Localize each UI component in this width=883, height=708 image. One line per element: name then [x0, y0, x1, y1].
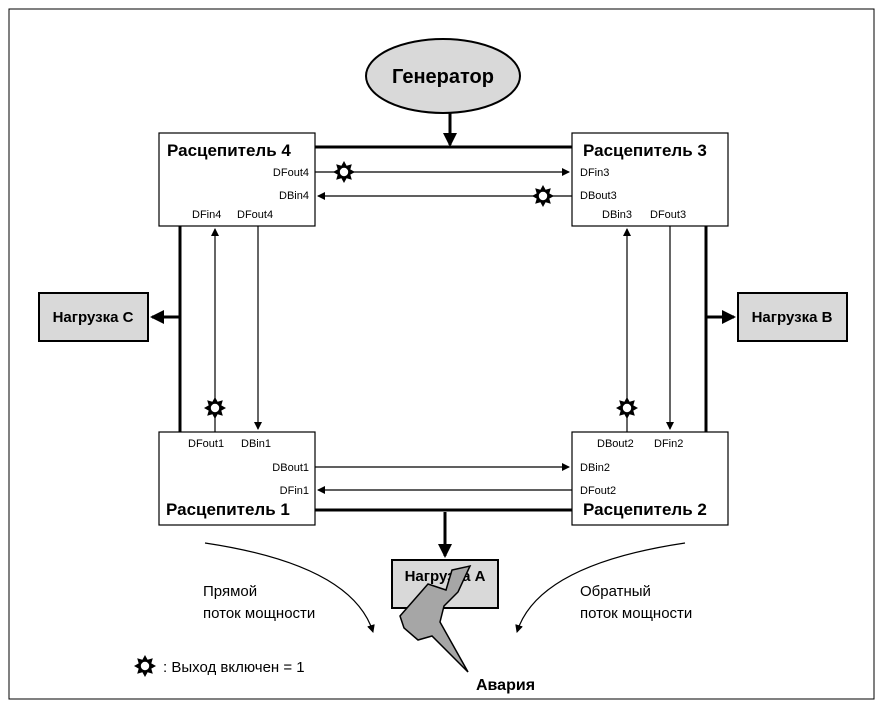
generator: Генератор	[365, 38, 521, 114]
breaker-3-port-dbin-bottom: DBin3	[602, 209, 632, 221]
load-b-label: Нагрузка B	[752, 309, 833, 326]
breaker-2-box	[571, 431, 729, 526]
breaker-3-box	[571, 132, 729, 227]
breaker-2-port-dfin-top: DFin2	[654, 438, 683, 450]
breaker-2-title: Расцепитель 2	[583, 500, 707, 519]
breaker-1-port-dfin: DFin1	[280, 485, 309, 497]
active-output-star-icon	[204, 397, 226, 419]
load-c-box	[38, 292, 149, 342]
reverse-flow-label-line1: Обратный	[580, 583, 651, 600]
breaker-4-port-dfout: DFout4	[273, 167, 309, 179]
active-output-star-icon	[616, 397, 638, 419]
breaker-1-box	[158, 431, 316, 526]
breaker-2-port-dfout: DFout2	[580, 485, 616, 497]
forward-flow-arrow	[204, 542, 375, 633]
breaker-4-port-dbin: DBin4	[279, 190, 309, 202]
load-b-box	[737, 292, 848, 342]
breaker-3-port-dfin: DFin3	[580, 167, 609, 179]
breaker-4-port-dfout-bottom: DFout4	[237, 209, 273, 221]
breaker-3-port-dbout: DBout3	[580, 190, 617, 202]
breaker-3-title: Расцепитель 3	[583, 141, 707, 160]
breaker-1-port-dfout-top: DFout1	[188, 438, 224, 450]
breaker-4-port-dfin-bottom: DFin4	[192, 209, 221, 221]
bus-lines	[178, 145, 708, 512]
reverse-flow-arrow	[515, 542, 686, 633]
breaker-4-title: Расцепитель 4	[167, 141, 291, 160]
generator-ellipse	[365, 38, 521, 114]
load-b: Нагрузка B	[737, 292, 848, 342]
active-output-star-icon	[532, 185, 554, 207]
breaker-1-port-dbin-top: DBin1	[241, 438, 271, 450]
breaker-1-title: Расцепитель 1	[166, 500, 290, 519]
legend-text: : Выход включен = 1	[163, 659, 305, 676]
generator-label: Генератор	[392, 66, 494, 88]
diagram-frame	[8, 8, 875, 700]
breaker-1-port-dbout: DBout1	[272, 462, 309, 474]
reverse-flow-label-line2: поток мощности	[580, 605, 692, 622]
breaker-2-port-dbout-top: DBout2	[597, 438, 634, 450]
load-c: Нагрузка C	[38, 292, 149, 342]
breaker-1: DFout1 DBin1 DBout1 DFin1 Расцепитель 1	[158, 431, 316, 526]
breaker-2: DBout2 DFin2 DBin2 DFout2 Расцепитель 2	[571, 431, 729, 526]
load-c-label: Нагрузка C	[53, 309, 134, 326]
breaker-2-port-dbin: DBin2	[580, 462, 610, 474]
legend-star-icon	[134, 655, 156, 677]
fault-label: Авария	[476, 677, 535, 694]
breaker-3-port-dfout-bottom: DFout3	[650, 209, 686, 221]
fault-lightning-icon	[399, 564, 472, 673]
forward-flow-label-line1: Прямой	[203, 583, 257, 600]
active-output-star-icon	[333, 161, 355, 183]
load-a-label: Нагрузка A	[405, 568, 486, 585]
breaker-4-box	[158, 132, 316, 227]
forward-flow-label-line2: поток мощности	[203, 605, 315, 622]
breaker-3: Расцепитель 3 DFin3 DBout3 DBin3 DFout3	[571, 132, 729, 227]
breaker-4: Расцепитель 4 DFout4 DBin4 DFin4 DFout4	[158, 132, 316, 227]
